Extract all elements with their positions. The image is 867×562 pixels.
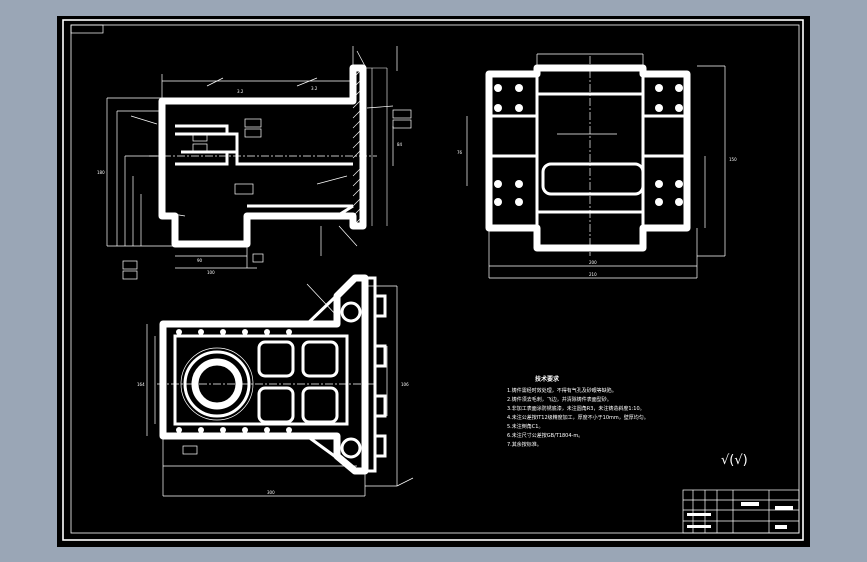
- svg-text:210: 210: [589, 272, 597, 277]
- drawing-sheet: 180 90 100 84 3.2 3.2: [57, 16, 810, 547]
- tech-requirements: 技术要求 1.铸件需经时效处理，不得有气孔及砂眼等缺陷。 2.铸件须去毛刺，飞边…: [507, 375, 649, 448]
- tech-requirement-4: 4.未注公差按IT12级精度加工，厚度不小于10mm，壁厚均匀。: [507, 414, 649, 421]
- svg-text:3.2: 3.2: [237, 89, 244, 94]
- tech-requirement-6: 6.未注尺寸公差按GB/T1804-m。: [507, 432, 583, 439]
- top-view: 300 164 106: [137, 274, 414, 497]
- tech-requirement-2: 2.铸件须去毛刺，飞边，并清除铸件表面型砂。: [507, 396, 612, 403]
- flange-hatch: [352, 67, 388, 227]
- svg-text:76: 76: [457, 150, 463, 155]
- svg-text:84: 84: [397, 142, 403, 147]
- inner-frame: [70, 24, 800, 534]
- title-block: [682, 489, 800, 534]
- svg-text:100: 100: [207, 270, 215, 275]
- surface-roughness-symbol: √(√): [721, 453, 748, 468]
- outer-frame: [62, 19, 804, 541]
- svg-text:300: 300: [267, 490, 275, 495]
- svg-text:3.2: 3.2: [311, 86, 318, 91]
- svg-text:106: 106: [401, 382, 409, 387]
- corner-box: [70, 24, 104, 34]
- tech-requirements-title: 技术要求: [535, 375, 560, 383]
- tech-requirement-5: 5.未注倒角C1。: [507, 423, 543, 430]
- drawing-canvas: 180 90 100 84 3.2 3.2: [62, 19, 804, 541]
- tech-requirement-1: 1.铸件需经时效处理，不得有气孔及砂眼等缺陷。: [507, 387, 617, 394]
- svg-text:150: 150: [729, 157, 737, 162]
- tech-requirement-3: 3.非加工表面涂防锈底漆，未注圆角R3，未注铸造斜度1:10。: [507, 405, 645, 412]
- side-view: 200 210 150 76: [457, 53, 737, 279]
- svg-text:200: 200: [589, 260, 597, 265]
- svg-text:90: 90: [197, 258, 203, 263]
- tech-requirement-7: 7.其余按标准。: [507, 441, 542, 448]
- svg-text:180: 180: [97, 170, 105, 175]
- front-section-view: 180 90 100 84 3.2 3.2: [97, 46, 412, 280]
- svg-text:164: 164: [137, 382, 145, 387]
